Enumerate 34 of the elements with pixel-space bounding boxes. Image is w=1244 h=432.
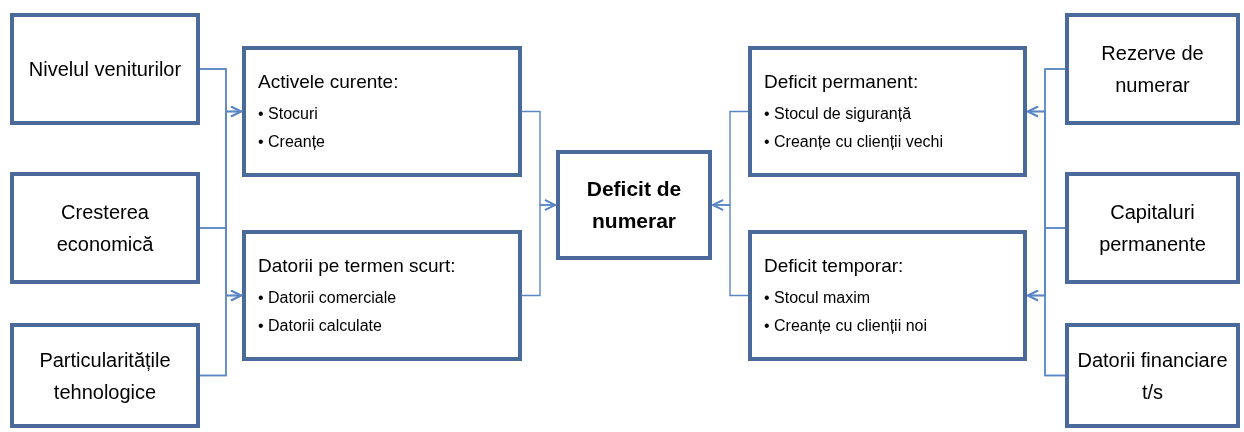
- list-box: [242, 230, 522, 361]
- box-heading: Capitaluri permanente: [1098, 200, 1207, 257]
- process-box: [1065, 323, 1240, 428]
- box-heading: Datorii financiare t/s: [1077, 347, 1228, 405]
- box-heading: Activele curente:: [258, 69, 400, 94]
- bullet-item: • Datorii calculate: [258, 315, 382, 336]
- bullet-item: • Stocul maxim: [764, 287, 871, 308]
- process-box: [10, 172, 200, 284]
- box-heading: Cresterea economică: [55, 200, 155, 257]
- box-heading: Nivelul veniturilor: [28, 57, 182, 82]
- process-box: [1065, 13, 1240, 125]
- bullet-item: • Creanțe cu clienții noi: [764, 315, 927, 336]
- bullet-item: • Creanțe: [258, 131, 325, 152]
- box-heading: Deficit permanent:: [764, 69, 920, 94]
- process-box: [556, 150, 712, 260]
- bullet-item: • Datorii comerciale: [258, 287, 397, 308]
- process-box: [10, 323, 200, 428]
- box-heading: Datorii pe termen scurt:: [258, 253, 457, 278]
- bullet-item: • Stocuri: [258, 103, 318, 124]
- bullet-item: • Stocul de siguranță: [764, 103, 912, 124]
- list-box: [748, 230, 1027, 361]
- bullet-item: • Creanțe cu clienții vechi: [764, 131, 943, 152]
- list-box: [242, 46, 522, 177]
- connector-arrow: [521, 199, 556, 297]
- connector-arrow: [199, 289, 242, 377]
- connector-arrow: [1027, 289, 1066, 377]
- box-heading: Particularitățile tehnologice: [38, 347, 172, 405]
- box-heading: Deficit temporar:: [764, 253, 905, 278]
- box-heading: Rezerve de numerar: [1100, 41, 1205, 98]
- process-box: [1065, 172, 1240, 284]
- box-heading: Deficit de numerar: [585, 176, 683, 234]
- process-box: [10, 13, 200, 125]
- list-box: [748, 46, 1027, 177]
- connector-arrow: [712, 199, 749, 297]
